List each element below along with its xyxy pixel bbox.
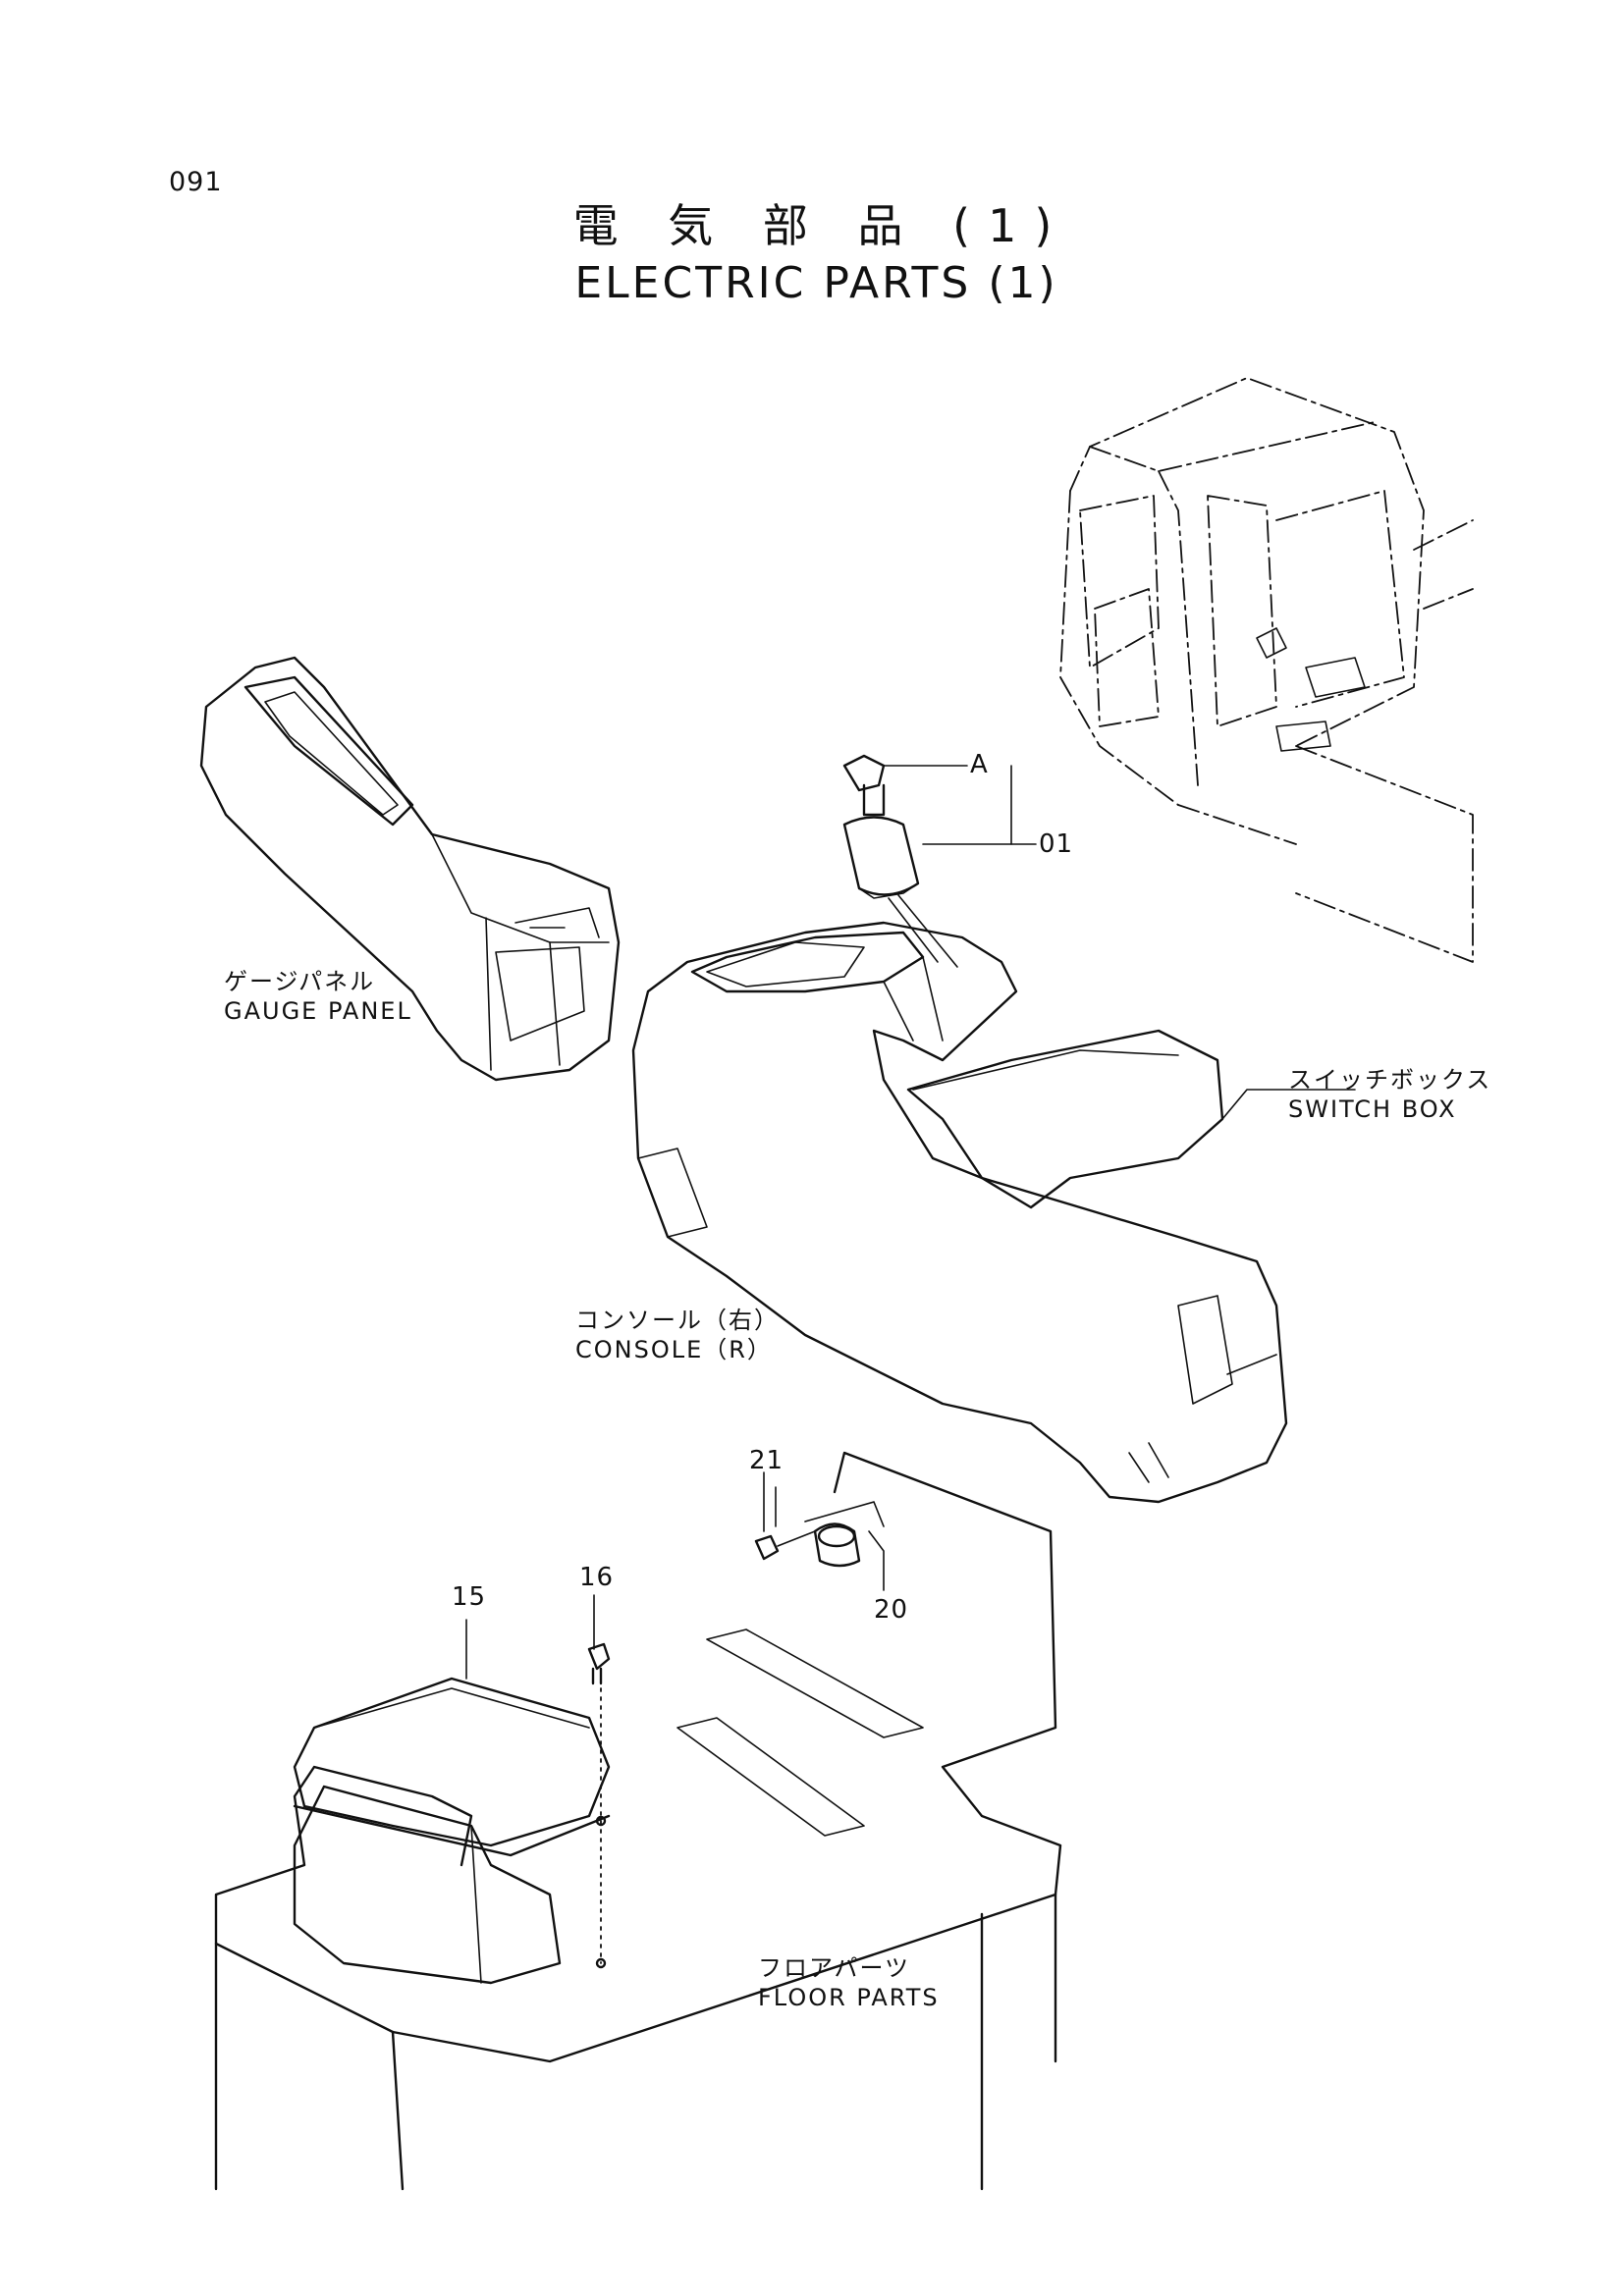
label-console-r-en: CONSOLE（R）: [575, 1336, 773, 1363]
label-gauge-panel-en: GAUGE PANEL: [224, 997, 412, 1025]
callout-part-20: 20: [874, 1595, 909, 1625]
callout-part-21: 21: [749, 1446, 784, 1475]
title-english: ELECTRIC PARTS (1): [574, 258, 1058, 308]
label-console-r-jp: コンソール（右）: [575, 1307, 780, 1334]
label-gauge-panel: ゲージパネル GAUGE PANEL: [224, 967, 412, 1026]
label-floor-parts-en: FLOOR PARTS: [758, 1984, 940, 2011]
label-console-r: コンソール（右） CONSOLE（R）: [575, 1306, 780, 1364]
callout-part-01: 01: [1039, 829, 1074, 859]
part-20-21-illustration: [754, 1486, 885, 1591]
label-switch-box-en: SWITCH BOX: [1288, 1095, 1457, 1123]
label-switch-box: スイッチボックス SWITCH BOX: [1288, 1065, 1491, 1124]
page-title: 電 気 部 品 (1) ELECTRIC PARTS (1): [0, 196, 1623, 312]
console-illustration: [631, 921, 1356, 1504]
floor-parts-illustration: [214, 1451, 1062, 2191]
label-switch-box-jp: スイッチボックス: [1288, 1066, 1492, 1094]
label-floor-parts-jp: フロアパーツ: [758, 1954, 911, 1982]
page-number: 091: [169, 167, 223, 197]
gauge-panel-illustration: [199, 656, 621, 1082]
callout-part-16: 16: [579, 1563, 615, 1592]
label-floor-parts: フロアパーツ FLOOR PARTS: [758, 1953, 940, 2012]
cab-illustration: [1059, 377, 1474, 963]
label-gauge-panel-jp: ゲージパネル: [224, 968, 376, 995]
callout-part-15: 15: [452, 1582, 487, 1612]
title-japanese: 電 気 部 品 (1): [572, 199, 1070, 252]
callout-a: A: [970, 750, 989, 779]
key-switch-illustration: [842, 754, 1037, 968]
leader-lines: [465, 1471, 765, 1680]
